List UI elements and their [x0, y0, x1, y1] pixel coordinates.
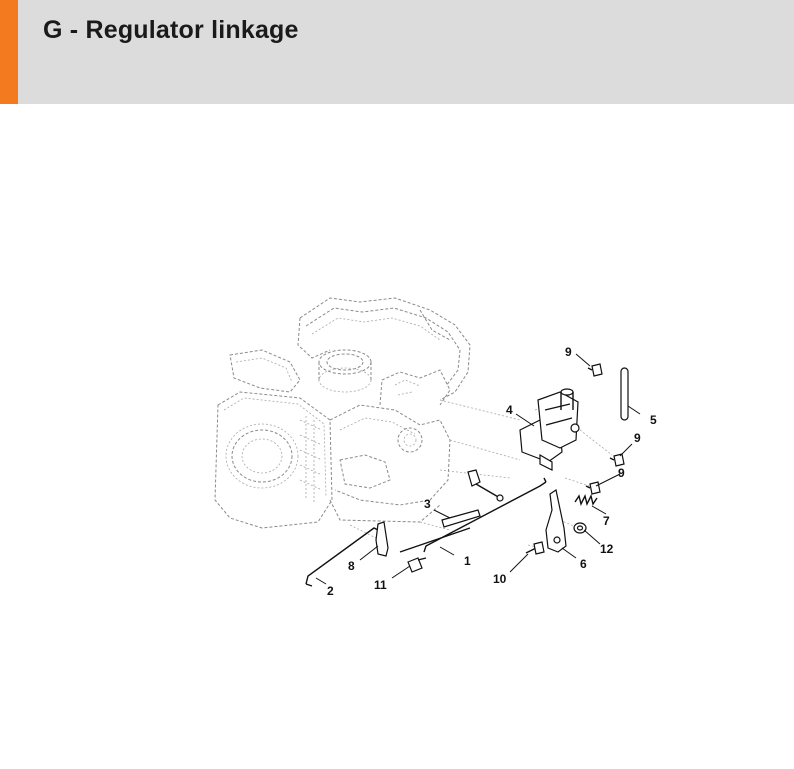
- part-2-rod: [305, 527, 379, 587]
- part-11-screw: [407, 557, 427, 573]
- callout-5: 5: [650, 413, 657, 427]
- callout-1: 1: [464, 554, 471, 568]
- callout-3: 3: [424, 497, 431, 511]
- part-8-lever: [375, 521, 389, 557]
- callout-11: 11: [374, 578, 387, 592]
- callout-8: 8: [348, 559, 355, 573]
- callout-12: 12: [600, 542, 614, 556]
- engine-block-ghost: [214, 297, 613, 549]
- callout-2: 2: [327, 584, 334, 598]
- part-3-plate: [441, 509, 481, 528]
- callout-7: 7: [603, 514, 610, 528]
- callout-9-top: 9: [565, 345, 572, 359]
- part-9-screw-top: [587, 363, 603, 377]
- part-5-pin: [620, 367, 629, 421]
- callout-4: 4: [506, 403, 513, 417]
- part-4-bracket: [519, 388, 580, 471]
- page-header: G - Regulator linkage: [0, 0, 794, 104]
- part-10-bolt: [525, 541, 545, 555]
- callout-10: 10: [493, 572, 507, 586]
- callout-9-lower: 9: [618, 466, 625, 480]
- header-accent-bar: [0, 0, 18, 104]
- callout-9-middle: 9: [634, 431, 641, 445]
- part-6-lever: [545, 489, 567, 553]
- page-title: G - Regulator linkage: [43, 16, 299, 44]
- part-12-nut: [573, 522, 587, 534]
- callout-labels: 1 2 3 4 5 6 7 8 9 9 9 10 11 12: [327, 345, 657, 598]
- part-9-screw-lower: [585, 481, 601, 495]
- part-1-rod: [423, 477, 547, 553]
- exploded-parts-diagram: 1 2 3 4 5 6 7 8 9 9 9 10 11 12: [0, 104, 794, 764]
- link-piece: [467, 469, 504, 502]
- secondary-rod: [399, 527, 471, 553]
- part-7-spring: [574, 493, 598, 507]
- callout-6: 6: [580, 557, 587, 571]
- part-9-screw-middle: [609, 453, 625, 467]
- leader-lines: [315, 353, 641, 585]
